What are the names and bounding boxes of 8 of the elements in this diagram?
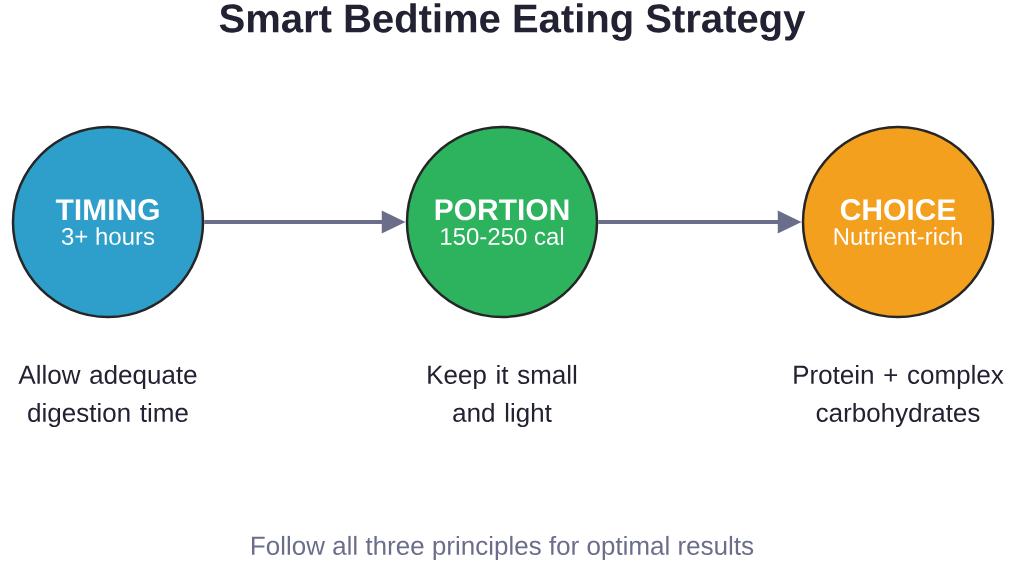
circle-node: CHOICE Nutrient-rich bbox=[801, 125, 995, 319]
circle-node: TIMING 3+ hours bbox=[11, 125, 205, 319]
description-text: Protein + complex carbohydrates bbox=[794, 364, 1004, 428]
caption: Follow all three principles for optimal results bbox=[252, 535, 754, 561]
description-text: Allow adequate digestion time bbox=[18, 364, 197, 428]
title: Smart Bedtime Eating Strategy bbox=[219, 3, 806, 41]
circle-node: PORTION 150-250 cal bbox=[405, 125, 599, 319]
description-text: Keep it small and light bbox=[428, 364, 577, 428]
